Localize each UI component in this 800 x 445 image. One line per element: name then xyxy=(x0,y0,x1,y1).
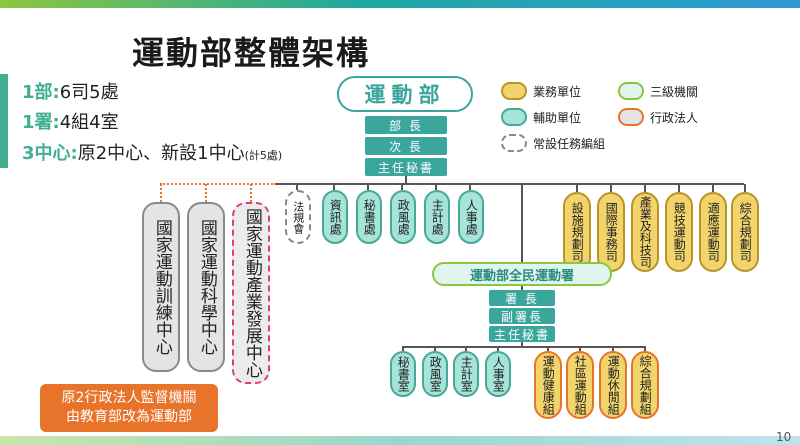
connector-dept-2 xyxy=(610,184,612,192)
connector-center-2 xyxy=(205,184,207,202)
bottom-gradient-bar xyxy=(0,436,800,445)
connector-admin-div-4 xyxy=(644,347,646,351)
connector-main-horizontal xyxy=(276,183,744,185)
connector-dept-1 xyxy=(576,184,578,192)
connector-center-1 xyxy=(160,184,162,202)
admin-aux-accounting: 主計室 xyxy=(453,351,479,397)
legend-corporate-label: 行政法人 xyxy=(650,111,699,125)
aux-unit-secretariat: 秘書處 xyxy=(356,190,382,244)
connector-admin-div-1 xyxy=(547,347,549,351)
center-science: 國家運動科學中心 xyxy=(187,202,225,372)
summary-accent-bar xyxy=(0,74,8,168)
connector-admin-div-3 xyxy=(612,347,614,351)
connector-aux-3 xyxy=(401,184,403,190)
legend-corporate-swatch xyxy=(618,108,644,126)
aux-unit-personnel: 人事處 xyxy=(458,190,484,244)
legend-auxiliary-label: 輔助單位 xyxy=(533,111,582,125)
connector-admin-aux-1 xyxy=(402,347,404,351)
connector-aux-4 xyxy=(435,184,437,190)
aux-unit-ethics: 政風處 xyxy=(390,190,416,244)
legend-tertiary-label: 三級機關 xyxy=(650,85,699,99)
aux-unit-accounting: 主計處 xyxy=(424,190,450,244)
administration-chief-secretary: 主任秘書 xyxy=(489,326,555,342)
legend-auxiliary-swatch xyxy=(501,108,527,126)
page-number: 10 xyxy=(776,430,792,444)
connector-to-administration xyxy=(521,184,523,262)
connector-corporate-horizontal xyxy=(160,183,276,185)
note-line-1: 原2行政法人監督機關 xyxy=(61,390,197,407)
ministry-chief-secretary: 主任秘書 xyxy=(365,158,447,176)
connector-admin-aux-2 xyxy=(434,347,436,351)
connector-admin-lower xyxy=(521,342,523,347)
connector-admin-down xyxy=(521,286,523,290)
connector-admin-aux-4 xyxy=(497,347,499,351)
task-group-regulations: 法規會 xyxy=(285,190,311,244)
legend-business-label: 業務單位 xyxy=(533,85,582,99)
admin-division-community-sports: 社區運動組 xyxy=(566,351,594,419)
connector-dept-5 xyxy=(712,184,714,192)
legend-tertiary-swatch xyxy=(618,82,644,100)
aux-unit-information: 資訊處 xyxy=(322,190,348,244)
department-comprehensive-planning: 綜合規劃司 xyxy=(731,192,759,272)
department-adaptive-sports: 適應運動司 xyxy=(699,192,727,272)
connector-admin-div-2 xyxy=(579,347,581,351)
center-training: 國家運動訓練中心 xyxy=(142,202,180,372)
admin-division-comprehensive-planning: 綜合規劃組 xyxy=(631,351,659,419)
center-industry-development: 國家運動產業發展中心 xyxy=(232,202,270,384)
admin-division-sports-health: 運動健康組 xyxy=(534,351,562,419)
note-line-2: 由教育部改為運動部 xyxy=(66,409,192,425)
connector-dept-6 xyxy=(744,184,746,192)
administration-deputy: 副署長 xyxy=(489,308,555,324)
page-title: 運動部整體架構 xyxy=(132,34,371,72)
department-industry-technology: 產業及科技司 xyxy=(631,192,659,272)
top-gradient-bar xyxy=(0,0,800,8)
connector-aux-5 xyxy=(469,184,471,190)
connector-aux-1 xyxy=(333,184,335,190)
connector-aux-2 xyxy=(367,184,369,190)
connector-admin-horizontal xyxy=(402,346,646,348)
administration-director: 署 長 xyxy=(489,290,555,306)
administration-name: 運動部全民運動署 xyxy=(432,262,612,286)
ministry-minister: 部 長 xyxy=(365,116,447,134)
ministry-name: 運動部 xyxy=(337,76,473,112)
summary-line-3: 3中心:原2中心、新設1中心(計5處) xyxy=(22,143,283,164)
legend-business-swatch xyxy=(501,82,527,100)
connector-dept-4 xyxy=(678,184,680,192)
connector-admin-aux-3 xyxy=(465,347,467,351)
legend-task-swatch xyxy=(501,134,527,152)
connector-dept-3 xyxy=(644,184,646,192)
ministry-deputy: 次 長 xyxy=(365,137,447,155)
connector-center-3 xyxy=(250,184,252,202)
department-international-affairs: 國際事務司 xyxy=(597,192,625,272)
admin-aux-secretariat: 秘書室 xyxy=(390,351,416,397)
summary-line-1: 1部:6司5處 xyxy=(22,82,119,103)
admin-aux-ethics: 政風室 xyxy=(422,351,448,397)
connector-task xyxy=(296,184,298,190)
admin-aux-personnel: 人事室 xyxy=(485,351,511,397)
admin-division-sports-leisure: 運動休閒組 xyxy=(599,351,627,419)
department-facilities-planning: 設施規劃司 xyxy=(563,192,591,272)
department-competitive-sports: 競技運動司 xyxy=(665,192,693,272)
note-box: 原2行政法人監督機關 由教育部改為運動部 xyxy=(40,384,218,432)
connector-ministry-down xyxy=(405,176,407,184)
summary-line-2: 1署:4組4室 xyxy=(22,112,119,133)
legend-task-label: 常設任務編組 xyxy=(533,137,606,151)
